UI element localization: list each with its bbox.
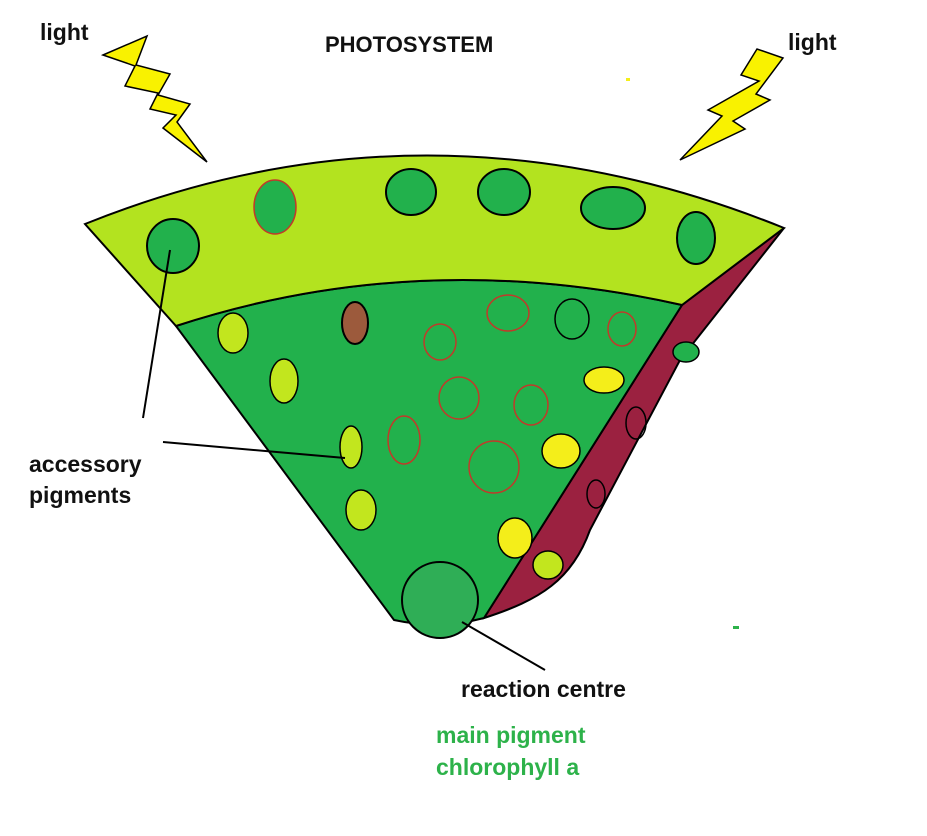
pigment [385, 168, 437, 216]
pigment [341, 301, 369, 345]
pigment [253, 179, 297, 235]
leader-line-band [142, 249, 171, 419]
pigment [497, 517, 533, 559]
reaction-centre [401, 561, 479, 639]
pigment [583, 366, 625, 394]
pigment [339, 425, 363, 469]
main-pigment-label-line2: chlorophyll a [436, 754, 579, 780]
pigment [486, 294, 530, 332]
reaction-centre-label: reaction centre [461, 676, 626, 702]
light-label-left: light [40, 19, 89, 45]
pigment [532, 550, 564, 580]
pigment [672, 341, 700, 363]
leader-line-centre [461, 621, 546, 671]
pigment [477, 168, 531, 216]
accessory-pigments-label-line1: accessory [29, 451, 142, 477]
main-pigment-label-line1: main pigment [436, 722, 586, 748]
pigment [625, 406, 647, 440]
diagram-title: PHOTOSYSTEM [325, 32, 493, 57]
wedge-pigments [217, 294, 700, 580]
pigment [387, 415, 421, 465]
pigment [541, 433, 581, 469]
pigment [607, 311, 637, 347]
pigment [586, 479, 606, 509]
pigment [554, 298, 590, 340]
lightning-right-icon [679, 48, 785, 161]
side-face [481, 227, 785, 620]
pigment [513, 384, 549, 426]
leader-line-wedge [162, 441, 346, 459]
pigment [580, 186, 646, 230]
pigment [468, 440, 520, 494]
pigment [345, 489, 377, 531]
pigment [269, 358, 299, 404]
pigment [423, 323, 457, 361]
pigment [217, 312, 249, 354]
stray-dot [733, 626, 739, 629]
pigment [146, 218, 200, 274]
pigment [438, 376, 480, 420]
accessory-pigments-label-line2: pigments [29, 482, 131, 508]
lightning-left-icon [100, 34, 208, 163]
stray-dot [626, 78, 630, 81]
light-label-right: light [788, 29, 837, 55]
pigment [676, 211, 716, 265]
band-pigments [146, 168, 716, 274]
